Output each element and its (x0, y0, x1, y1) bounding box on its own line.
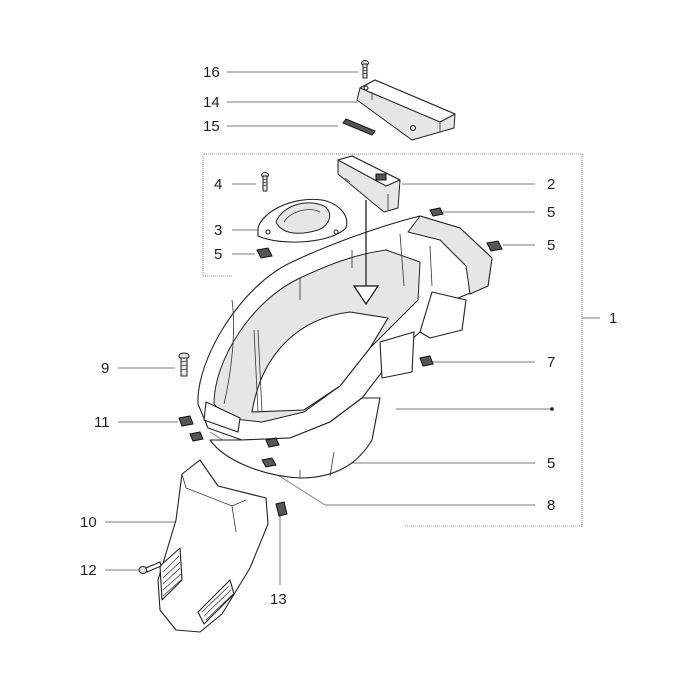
clip-part-8 (189, 431, 280, 448)
latch-part-2 (337, 155, 401, 213)
screw-part-12 (138, 561, 162, 574)
seal-strip-part-15 (342, 118, 376, 136)
callout-4: 4 (214, 176, 222, 193)
callout-15: 15 (203, 118, 220, 135)
callout-3: 3 (214, 222, 222, 239)
callout-5-a: 5 (547, 204, 555, 221)
callout-5-b: 5 (214, 246, 222, 263)
clip-part-11 (178, 415, 194, 427)
callout-5-c: 5 (547, 237, 555, 254)
screw-part-16 (361, 60, 369, 79)
clip-part-5-a (429, 207, 444, 217)
callout-labels: 16 14 15 4 2 5 3 5 5 1 9 7 11 5 8 10 12 … (80, 64, 617, 608)
callout-2: 2 (547, 176, 555, 193)
cover-lid-part-14 (356, 79, 456, 141)
callout-12: 12 (80, 562, 97, 579)
assembly-frame (202, 153, 583, 527)
callout-14: 14 (203, 94, 220, 111)
callout-11: 11 (94, 414, 110, 431)
callout-1: 1 (609, 310, 617, 327)
dome-cover-part-3 (257, 198, 348, 243)
vent-grille-right (197, 579, 235, 625)
callout-7: 7 (547, 354, 555, 371)
clip-part-5-b (256, 247, 273, 259)
clip-part-5-d (261, 457, 277, 468)
screw-part-9 (178, 352, 190, 377)
clip-part-13 (275, 501, 288, 517)
callout-9: 9 (101, 360, 109, 377)
inner-cover-part-10 (157, 459, 269, 633)
reference-dot (550, 407, 554, 411)
clip-part-7 (419, 355, 434, 367)
storage-tub-part-1 (197, 200, 493, 479)
callout-8: 8 (547, 497, 555, 514)
callout-16: 16 (203, 64, 220, 81)
screw-part-4 (261, 172, 269, 192)
callout-13: 13 (270, 591, 287, 608)
vent-grille-left (159, 547, 183, 601)
callout-10: 10 (80, 514, 97, 531)
clip-part-5-c (486, 240, 503, 252)
callout-5-d: 5 (547, 455, 555, 472)
